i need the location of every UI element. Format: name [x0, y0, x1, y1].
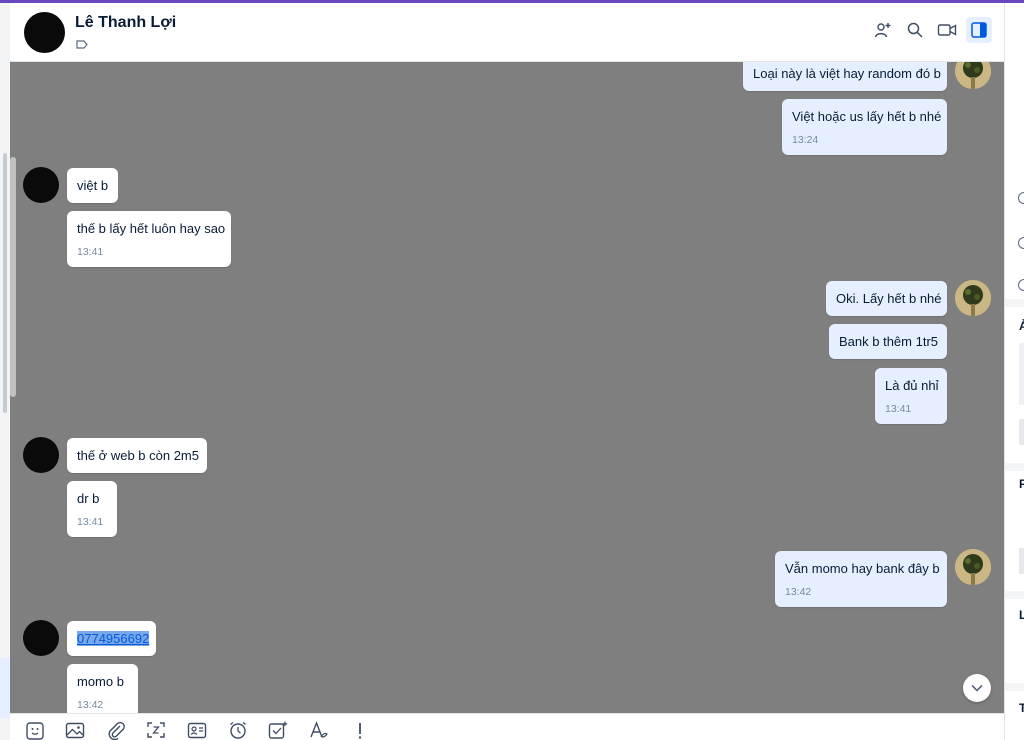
message-time: 13:24 — [792, 134, 819, 146]
message-text: việt b — [77, 178, 109, 193]
task-icon[interactable] — [267, 720, 289, 740]
screenshot-icon[interactable] — [145, 720, 167, 740]
message-text: Việt hoặc us lấy hết b nhé — [792, 109, 942, 124]
message-text: Bank b thêm 1tr5 — [839, 334, 938, 349]
more-icon[interactable] — [349, 720, 371, 740]
panel-divider — [1005, 591, 1024, 599]
attachment-icon[interactable] — [105, 720, 127, 740]
add-group-icon[interactable] — [870, 17, 896, 43]
message-time: 13:41 — [885, 403, 912, 415]
message-bubble[interactable]: momo b 13:42 — [67, 664, 138, 713]
contact-card-icon[interactable] — [186, 720, 208, 740]
panel-section-letter: L — [1019, 608, 1024, 622]
message-bubble[interactable]: Oki. Lấy hết b nhé — [826, 281, 947, 316]
contact-avatar[interactable] — [24, 12, 65, 53]
message-bubble[interactable]: thế ở web b còn 2m5 — [67, 438, 207, 473]
chat-header: Lê Thanh Lợi — [10, 3, 1004, 62]
message-bubble[interactable]: Vẫn momo hay bank đây b 13:42 — [775, 551, 947, 607]
contact-message-avatar[interactable] — [23, 167, 59, 203]
contact-message-avatar[interactable] — [23, 620, 59, 656]
message-text: momo b — [77, 674, 124, 689]
panel-alarm-icon[interactable] — [1018, 192, 1024, 204]
panel-divider — [1005, 683, 1024, 691]
message-text: thế ở web b còn 2m5 — [77, 448, 199, 463]
message-text: Loại này là việt hay random đó b — [753, 66, 941, 81]
message-text: Oki. Lấy hết b nhé — [836, 291, 942, 306]
my-avatar[interactable] — [955, 549, 991, 585]
message-time: 13:42 — [785, 586, 812, 598]
conversation-info-panel: Ả F L T — [1004, 3, 1024, 740]
message-bubble[interactable]: thế b lấy hết luôn hay sao 13:41 — [67, 211, 231, 267]
message-text: dr b — [77, 491, 100, 506]
message-time: 13:41 — [77, 246, 104, 258]
message-bubble[interactable]: Bank b thêm 1tr5 — [829, 324, 947, 359]
message-text: thế b lấy hết luôn hay sao — [77, 221, 226, 236]
message-bubble[interactable]: Là đủ nhỉ 13:41 — [875, 368, 947, 424]
panel-section-letter: F — [1019, 477, 1024, 491]
message-text: Vẫn momo hay bank đây b — [785, 561, 940, 576]
reminder-icon[interactable] — [227, 720, 249, 740]
panel-group-icon[interactable] — [1018, 279, 1024, 291]
conversation-list-scrollbar[interactable] — [3, 153, 7, 413]
selected-conversation-marker — [0, 658, 10, 718]
panel-media-thumb[interactable] — [1019, 343, 1024, 405]
message-bubble[interactable]: việt b — [67, 168, 118, 203]
my-avatar[interactable] — [955, 62, 991, 89]
panel-view-all-button[interactable] — [1019, 419, 1024, 445]
message-time: 13:42 — [77, 699, 104, 711]
phone-number-link[interactable]: 0774956692 — [77, 631, 150, 646]
window-top-accent — [0, 0, 1024, 3]
sticker-icon[interactable] — [24, 720, 46, 740]
my-avatar[interactable] — [955, 280, 991, 316]
composer-toolbar — [10, 713, 1004, 740]
message-text: Là đủ nhỉ — [885, 378, 939, 393]
chevron-down-icon — [971, 684, 983, 692]
video-call-icon[interactable] — [934, 17, 960, 43]
message-time: 13:41 — [77, 516, 104, 528]
panel-user-icon[interactable] — [1018, 237, 1024, 249]
panel-section-letter: T — [1019, 701, 1024, 715]
message-bubble[interactable]: 0774956692 — [67, 621, 156, 656]
contact-name[interactable]: Lê Thanh Lợi — [75, 14, 177, 31]
image-icon[interactable] — [64, 720, 86, 740]
message-bubble[interactable]: Loại này là việt hay random đó b — [743, 62, 947, 91]
message-bubble[interactable]: dr b 13:41 — [67, 481, 117, 537]
label-tag-icon[interactable] — [76, 40, 88, 49]
sidebar-toggle-icon[interactable] — [966, 17, 992, 43]
panel-section-letter: Ả — [1019, 319, 1024, 333]
contact-message-avatar[interactable] — [23, 437, 59, 473]
message-bubble[interactable]: Việt hoặc us lấy hết b nhé 13:24 — [782, 99, 947, 155]
text-format-icon[interactable] — [308, 720, 330, 740]
message-area-scrollbar[interactable] — [10, 157, 16, 397]
search-icon[interactable] — [902, 17, 928, 43]
scroll-to-bottom-button[interactable] — [963, 674, 991, 702]
panel-divider — [1005, 463, 1024, 471]
panel-divider — [1005, 299, 1024, 307]
panel-view-all-button[interactable] — [1019, 548, 1024, 574]
message-area[interactable]: Loại này là việt hay random đó b Việt ho… — [10, 62, 1004, 713]
